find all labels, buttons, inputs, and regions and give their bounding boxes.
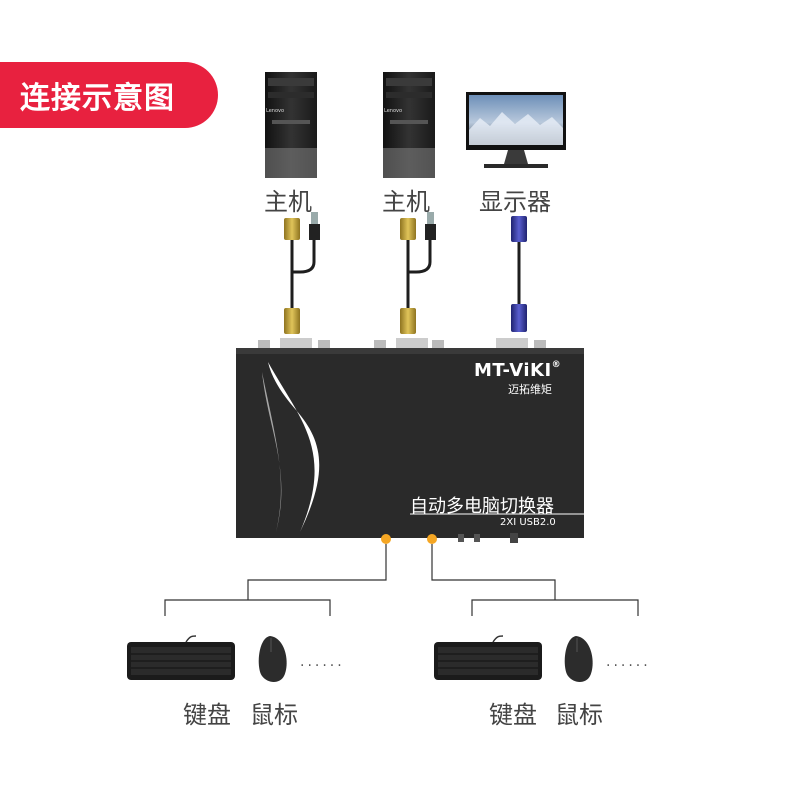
host-pc-2-icon bbox=[383, 72, 435, 178]
switch-front-usb-ports bbox=[381, 533, 518, 544]
keyboard-1-label: 键盘 bbox=[183, 701, 231, 729]
monitor-icon bbox=[466, 92, 566, 168]
vga-cable-monitor bbox=[511, 216, 527, 332]
diagram-title: 连接示意图 bbox=[20, 81, 175, 116]
keyboard-2-icon bbox=[434, 635, 542, 680]
mouse-1-label: 鼠标 bbox=[250, 701, 298, 729]
keyboard-2-label: 键盘 bbox=[489, 701, 537, 729]
registered-mark: ® bbox=[551, 360, 562, 370]
more-peripherals-1: ...... bbox=[300, 654, 345, 670]
mouse-2-label: 鼠标 bbox=[555, 701, 603, 729]
switch-brand-cn: 迈拓维矩 bbox=[508, 383, 552, 396]
host-2-brand-tag: Lenovo bbox=[384, 108, 403, 114]
vga-usb-cable-1 bbox=[284, 212, 320, 334]
switch-brand-text: MT-ViKI bbox=[474, 360, 552, 381]
vga-usb-cable-2 bbox=[400, 212, 436, 334]
host-pc-1-icon bbox=[265, 72, 317, 178]
host-2-label: 主机 bbox=[382, 188, 430, 216]
diagram-title-banner: 连接示意图 bbox=[0, 62, 218, 128]
switch-model: 2XI USB2.0 bbox=[500, 517, 556, 528]
host-1-brand-tag: Lenovo bbox=[266, 108, 285, 114]
switch-product-name: 自动多电脑切换器 bbox=[410, 496, 554, 517]
mouse-1-icon bbox=[258, 636, 287, 682]
host-1-label: 主机 bbox=[264, 188, 312, 216]
peripheral-connection-lines bbox=[164, 544, 639, 616]
keyboard-1-icon bbox=[127, 635, 235, 680]
mouse-2-icon bbox=[564, 636, 593, 682]
kvm-switch bbox=[236, 348, 584, 538]
display-label: 显示器 bbox=[479, 188, 551, 216]
more-peripherals-2: ...... bbox=[606, 654, 651, 670]
switch-brand: MT-ViKI® bbox=[474, 360, 561, 381]
